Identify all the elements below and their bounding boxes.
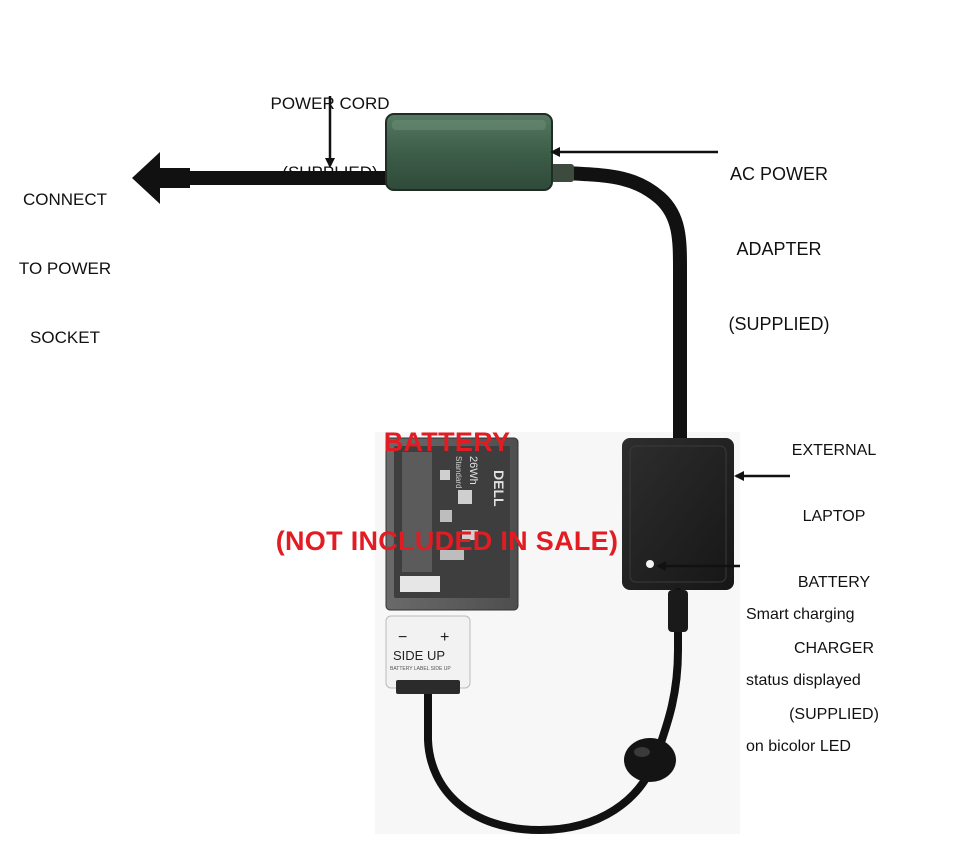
cover-plus: +: [440, 629, 449, 646]
cover-minus: −: [398, 629, 407, 646]
ferrite-bead: [624, 738, 676, 782]
battery-brand: DELL: [491, 470, 507, 507]
connect-label-line2: TO POWER: [18, 259, 112, 278]
bicolor-led-icon: [646, 560, 654, 568]
battery-title: BATTERY (NOT INCLUDED IN SALE): [252, 360, 642, 591]
laptop-battery: DELL 26Wh Standard: [385, 437, 519, 611]
ac-power-adapter: [385, 113, 553, 191]
ac-adapter-label-line1: AC POWER: [729, 164, 828, 184]
power-cord-label-line2: (SUPPLIED): [282, 163, 378, 182]
charger-label-line2: LAPTOP: [802, 508, 866, 525]
adapter-strain-relief: [548, 164, 574, 182]
battery-capacity: 26Wh: [467, 456, 479, 485]
charger-label-line3: BATTERY: [797, 574, 871, 591]
charger-label-line4: CHARGER: [793, 640, 874, 657]
ac-adapter-label-line2: ADAPTER: [736, 239, 822, 259]
ac-adapter-label: AC POWER ADAPTER (SUPPLIED): [722, 112, 836, 362]
external-battery-charger: [622, 438, 734, 590]
side-up-sub: BATTERY LABEL SIDE UP: [390, 666, 451, 672]
dc-cable: [545, 165, 687, 447]
connect-label-line3: SOCKET: [30, 328, 100, 347]
power-cord-label: POWER CORD (SUPPLIED): [270, 46, 390, 207]
led-label: Smart charging status displayed on bicol…: [746, 560, 896, 780]
power-cord-label-line1: POWER CORD: [270, 94, 390, 113]
charger-label: EXTERNAL LAPTOP BATTERY CHARGER (SUPPLIE…: [778, 396, 890, 748]
battery-title-line2: (NOT INCLUDED IN SALE): [275, 526, 619, 556]
battery-standard: Standard: [454, 456, 463, 488]
connect-label-line1: CONNECT: [22, 190, 108, 209]
connect-arrow-icon: [132, 152, 190, 204]
battery-connector-cover: − + SIDE UP BATTERY LABEL SIDE UP: [385, 615, 471, 694]
battery-title-line1: BATTERY: [383, 427, 511, 457]
charger-output-cable: [424, 588, 682, 835]
ac-adapter-label-line3: (SUPPLIED): [728, 314, 830, 334]
led-label-line2: status displayed: [746, 672, 861, 689]
led-label-line3: on bicolor LED: [746, 738, 851, 755]
side-up-text: SIDE UP: [393, 648, 445, 663]
charger-label-line5: (SUPPLIED): [789, 706, 879, 723]
ferrite-bead-highlight: [634, 747, 650, 757]
charger-label-line1: EXTERNAL: [791, 442, 877, 459]
connect-label: CONNECT TO POWER SOCKET: [10, 142, 120, 372]
charger-strain-relief: [668, 590, 688, 632]
led-label-line1: Smart charging: [746, 606, 855, 623]
